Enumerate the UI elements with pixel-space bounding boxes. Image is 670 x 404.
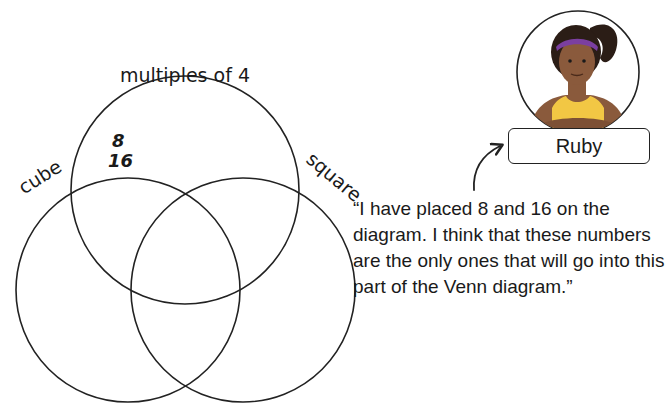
name-text: Ruby	[556, 135, 603, 158]
circle-outline	[70, 75, 300, 305]
name-box: Ruby	[508, 128, 650, 164]
venn-number: 8	[112, 132, 125, 150]
circle-outline	[16, 178, 240, 402]
pointer-arrow	[474, 146, 500, 190]
venn-circle: cube	[15, 177, 241, 403]
set-label: square	[303, 149, 365, 205]
venn-circle: square	[130, 177, 356, 403]
set-label: cube	[15, 157, 64, 198]
circle-outline	[130, 177, 356, 403]
portrait	[528, 24, 628, 140]
venn-circle: multiples of 4	[70, 75, 300, 305]
venn-number: 16	[108, 152, 133, 170]
speech-text: “I have placed 8 and 16 on the diagram. …	[353, 196, 665, 300]
circle-outline	[131, 178, 355, 402]
circle-outline	[15, 177, 241, 403]
circle-outline	[71, 76, 299, 304]
set-label: multiples of 4	[120, 66, 250, 85]
